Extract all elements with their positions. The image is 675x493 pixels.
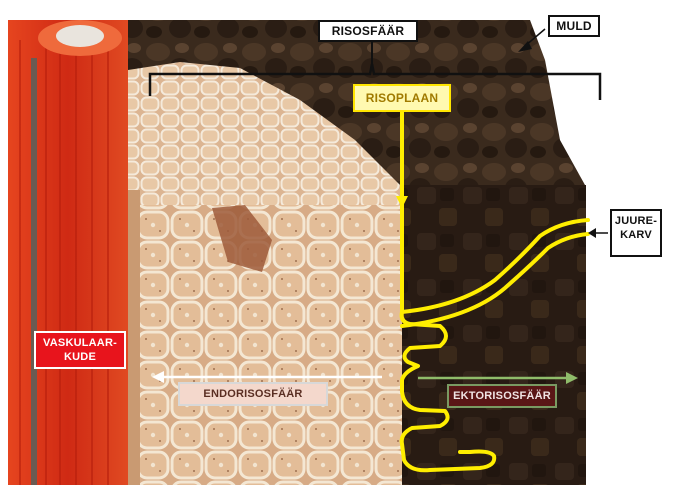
endorhizosphere-label: ENDORISOSFÄÄR [178,382,328,406]
ectorhizosphere-label: EKTORISOSFÄÄR [447,384,557,408]
rhizoplane-label: RISOPLAAN [353,84,451,112]
vascular-vessel [31,58,37,485]
cortex-front [140,205,402,485]
vascular-cylinder [8,20,128,485]
rhizosphere-label: RISOSFÄÄR [318,20,418,42]
root-hair-label: JUURE- KARV [610,209,662,257]
soil-label: MULD [548,15,600,37]
vascular-tissue-label: VASKULAAR- KUDE [34,331,126,369]
